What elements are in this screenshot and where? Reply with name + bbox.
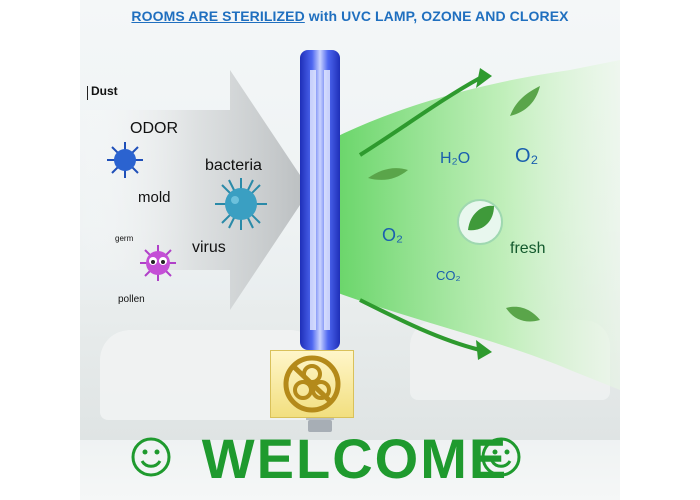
bacteria-label: bacteria [205, 157, 262, 174]
fresh-label: fresh [510, 240, 546, 257]
o2-mid-label: O₂ [382, 225, 403, 245]
teal-germ-icon [215, 178, 267, 230]
smiley-icon [481, 437, 521, 477]
blue-germ-icon [107, 142, 143, 178]
headline: ROOMS ARE STERILIZED with UVC LAMP, OZON… [0, 8, 700, 24]
purple-germ-icon [140, 245, 176, 281]
leaf-globe-icon [457, 199, 503, 245]
smiley-icon [131, 437, 171, 477]
green-air-flow [330, 60, 620, 390]
arrow-up-curve [358, 76, 481, 157]
co2-label: CO₂ [436, 268, 461, 283]
headline-underlined: ROOMS ARE STERILIZED [131, 8, 305, 24]
headline-rest: with UVC LAMP, OZONE AND CLOREX [304, 8, 569, 24]
dust-marker [87, 86, 88, 100]
o2-top-label: O₂ [515, 145, 539, 167]
leaf-icon [510, 86, 540, 116]
arrow-down-curve [359, 298, 481, 352]
dust-label: Dust [91, 84, 118, 98]
welcome-row: WELCOME [0, 428, 700, 490]
grey-air-arrow [80, 70, 310, 310]
virus-label: virus [192, 239, 226, 256]
no-biohazard-icon [283, 355, 341, 413]
leaf-icon [368, 168, 408, 180]
germ-label: germ [115, 234, 134, 243]
odor-label: ODOR [130, 120, 178, 137]
h2o-label: H₂O [440, 150, 471, 167]
pollen-label: pollen [118, 294, 145, 305]
leaf-icon [506, 306, 540, 322]
mold-label: mold [138, 189, 171, 206]
welcome-text: WELCOME [201, 427, 509, 490]
no-biohazard-badge [270, 350, 354, 418]
